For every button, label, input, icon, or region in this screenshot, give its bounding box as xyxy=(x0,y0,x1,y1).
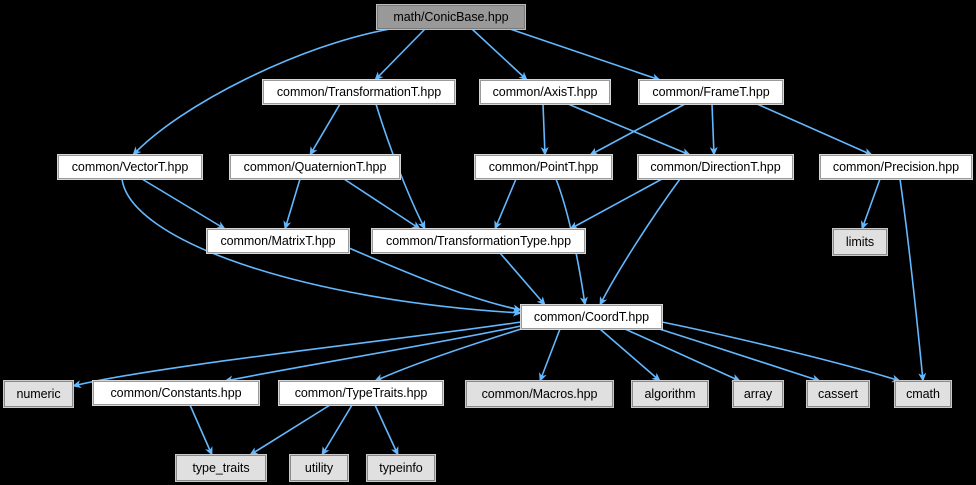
graph-node-matrixt[interactable]: common/MatrixT.hpp xyxy=(206,228,350,254)
graph-edge-coordt-to-constants xyxy=(224,325,522,384)
graph-edge-typetraits-to-typetraitsstd xyxy=(249,404,331,456)
graph-node-array[interactable]: array xyxy=(732,380,784,408)
graph-edge-coordt-to-algorithm xyxy=(599,328,661,382)
graph-edge-typetraits-to-typeinfo xyxy=(374,404,399,456)
graph-edge-framet-to-precision xyxy=(756,103,873,156)
graph-node-label: cmath xyxy=(906,386,940,401)
graph-edge-vectort-to-coordt xyxy=(121,178,522,317)
graph-node-label: utility xyxy=(304,460,334,475)
graph-node-label: common/AxisT.hpp xyxy=(492,84,598,99)
graph-node-conicbase[interactable]: math/ConicBase.hpp xyxy=(376,4,526,30)
graph-node-label: common/MatrixT.hpp xyxy=(220,233,336,248)
graph-edge-coordt-to-cassert xyxy=(649,325,821,383)
graph-node-label: common/Precision.hpp xyxy=(832,159,960,174)
graph-edge-coordt-to-array xyxy=(624,328,741,382)
graph-node-coordt[interactable]: common/CoordT.hpp xyxy=(520,304,663,330)
graph-node-label: common/PointT.hpp xyxy=(488,159,599,174)
graph-edge-vectort-to-matrixt xyxy=(141,178,226,230)
graph-edge-precision-to-cmath xyxy=(899,178,927,382)
graph-node-label: math/ConicBase.hpp xyxy=(393,9,509,24)
graph-node-cassert[interactable]: cassert xyxy=(806,380,870,408)
graph-node-axist[interactable]: common/AxisT.hpp xyxy=(479,79,611,105)
graph-node-algorithm[interactable]: algorithm xyxy=(631,380,709,408)
graph-edge-conicbase-to-framet xyxy=(509,28,661,82)
graph-edge-conicbase-to-transformt xyxy=(374,28,426,81)
graph-edge-precision-to-limits xyxy=(860,178,881,230)
graph-node-label: typeinfo xyxy=(379,460,423,475)
graph-edge-directiont-to-coordt xyxy=(599,178,681,306)
graph-edge-transformt-to-quaterniont xyxy=(309,103,341,156)
graph-node-transformt[interactable]: common/TransformationT.hpp xyxy=(262,79,456,105)
graph-node-label: common/TypeTraits.hpp xyxy=(294,385,428,400)
graph-node-label: common/TransformationT.hpp xyxy=(276,84,442,99)
graph-node-label: common/FrameT.hpp xyxy=(652,84,770,99)
graph-edge-transftype-to-coordt xyxy=(499,252,546,306)
graph-node-label: common/DirectionT.hpp xyxy=(650,159,781,174)
graph-node-numeric[interactable]: numeric xyxy=(3,380,74,408)
graph-node-precision[interactable]: common/Precision.hpp xyxy=(819,154,973,180)
graph-node-pointt[interactable]: common/PointT.hpp xyxy=(474,154,613,180)
graph-edge-axist-to-directiont xyxy=(567,103,691,156)
graph-node-typetraits[interactable]: common/TypeTraits.hpp xyxy=(278,380,444,406)
graph-edge-directiont-to-transftype xyxy=(569,178,663,230)
graph-edge-framet-to-pointt xyxy=(589,103,686,156)
graph-node-label: array xyxy=(743,386,773,401)
graph-node-utility[interactable]: utility xyxy=(289,454,349,482)
graph-node-label: type_traits xyxy=(192,460,250,475)
graph-node-label: common/TransformationType.hpp xyxy=(386,233,571,248)
graph-node-label: common/CoordT.hpp xyxy=(533,309,650,324)
graph-edge-quaterniont-to-transftype xyxy=(343,178,421,230)
graph-node-constants[interactable]: common/Constants.hpp xyxy=(92,380,260,406)
graph-node-cmath[interactable]: cmath xyxy=(894,380,952,408)
graph-node-quaterniont[interactable]: common/QuaternionT.hpp xyxy=(229,154,401,180)
graph-edge-coordt-to-cmath xyxy=(661,321,901,383)
graph-node-label: numeric xyxy=(16,386,61,401)
graph-node-label: common/Macros.hpp xyxy=(481,386,598,401)
graph-node-vectort[interactable]: common/VectorT.hpp xyxy=(57,154,203,180)
graph-node-macros[interactable]: common/Macros.hpp xyxy=(465,380,614,408)
graph-node-label: common/VectorT.hpp xyxy=(71,159,189,174)
graph-node-framet[interactable]: common/FrameT.hpp xyxy=(638,79,784,105)
graph-edge-coordt-to-typetraits xyxy=(374,328,522,382)
graph-node-typeinfo[interactable]: typeinfo xyxy=(366,454,436,482)
graph-edge-axist-to-pointt xyxy=(540,103,549,156)
graph-edge-constants-to-typetraitsstd xyxy=(189,404,213,456)
graph-edge-conicbase-to-axist xyxy=(471,28,528,81)
graph-edge-framet-to-directiont xyxy=(709,103,718,156)
graph-node-limits[interactable]: limits xyxy=(832,228,888,256)
graph-node-label: common/Constants.hpp xyxy=(110,385,242,400)
graph-node-label: common/QuaternionT.hpp xyxy=(243,159,387,174)
graph-edge-conicbase-to-vectort xyxy=(132,28,391,156)
graph-edge-quaterniont-to-matrixt xyxy=(283,178,301,230)
graph-node-typetraitsstd[interactable]: type_traits xyxy=(175,454,267,482)
graph-edge-coordt-to-numeric xyxy=(72,321,522,389)
graph-node-label: cassert xyxy=(818,386,858,401)
graph-edge-matrixt-to-coordt xyxy=(348,247,522,313)
graph-node-label: algorithm xyxy=(644,386,696,401)
graph-edge-pointt-to-transftype xyxy=(494,178,517,230)
graph-node-label: limits xyxy=(845,234,875,249)
graph-edge-transformt-to-transftype xyxy=(375,103,426,230)
graph-node-directiont[interactable]: common/DirectionT.hpp xyxy=(637,154,794,180)
graph-edge-coordt-to-macros xyxy=(539,328,561,382)
graph-edges xyxy=(72,28,927,456)
graph-node-transftype[interactable]: common/TransformationType.hpp xyxy=(371,228,586,254)
graph-edge-typetraits-to-utility xyxy=(321,404,353,456)
